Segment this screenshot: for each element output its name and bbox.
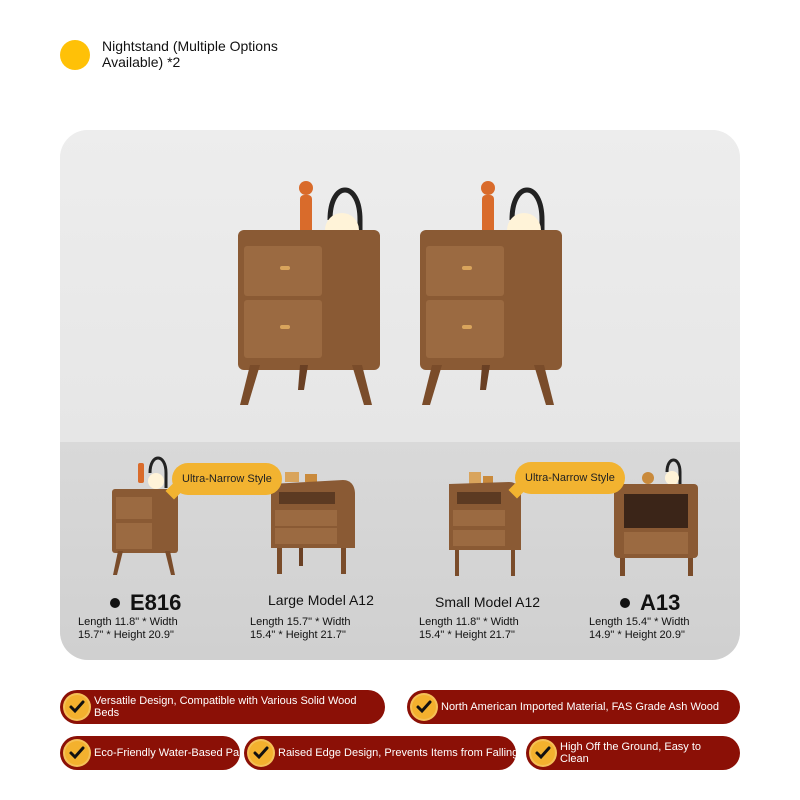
dims-line: Length 11.8" * Width (78, 616, 178, 628)
dims-line: 15.4" * Height 21.7" (419, 629, 515, 641)
dims-large-a12: Length 15.7" * Width 15.4" * Height 21.7… (250, 616, 380, 642)
dims-line: 15.7" * Height 20.9" (78, 629, 174, 641)
dims-a13: Length 15.4" * Width 14.9" * Height 20.9… (589, 616, 719, 642)
model-label-small-a12: Small Model A12 (435, 594, 540, 610)
dims-e816: Length 11.8" * Width 15.7" * Height 20.9… (78, 616, 208, 642)
check-icon (63, 693, 91, 721)
dims-line: 15.4" * Height 21.7" (250, 629, 346, 641)
model-name: A13 (640, 590, 681, 615)
model-label-large-a12: Large Model A12 (268, 592, 374, 608)
thumb-a13 (612, 452, 702, 583)
yellow-dot-icon (60, 40, 90, 70)
hero-nightstand-left (230, 160, 390, 420)
feature-pill-versatile-design: Versatile Design, Compatible with Variou… (60, 690, 385, 724)
dims-line: Length 15.4" * Width (589, 616, 690, 628)
model-label-a13: A13 (620, 590, 680, 616)
thumb-small-a12 (445, 470, 525, 585)
hero-nightstand-right (412, 160, 572, 420)
hero-area (60, 130, 740, 442)
product-image-card: Ultra-Narrow Style Ultra-Narrow Style E8… (60, 130, 740, 660)
callout-ultra-narrow-right: Ultra-Narrow Style (515, 462, 625, 494)
dims-line: Length 15.7" * Width (250, 616, 351, 628)
model-name: Large Model A12 (268, 592, 374, 608)
dot-icon (110, 598, 120, 608)
model-name: Small Model A12 (435, 594, 541, 610)
feature-text: Raised Edge Design, Prevents Items from … (278, 747, 516, 759)
dot-icon (620, 598, 630, 608)
model-name: E816 (130, 590, 182, 615)
product-title: Nightstand (Multiple Options Available) … (102, 38, 278, 70)
model-label-e816: E816 (110, 590, 181, 616)
thumb-large-a12 (265, 470, 360, 583)
dims-small-a12: Length 11.8" * Width 15.4" * Height 21.7… (419, 616, 549, 642)
product-header: Nightstand (Multiple Options Available) … (60, 38, 332, 70)
check-icon (63, 739, 91, 767)
check-icon (410, 693, 438, 721)
dims-line: 14.9" * Height 20.9" (589, 629, 685, 641)
feature-text: Versatile Design, Compatible with Variou… (94, 695, 357, 719)
feature-pill-raised-edge: Raised Edge Design, Prevents Items from … (244, 736, 516, 770)
feature-text: Eco-Friendly Water-Based Paint (94, 747, 240, 759)
dims-line: Length 11.8" * Width (419, 616, 519, 628)
check-icon (247, 739, 275, 767)
thumb-e816 (108, 453, 188, 583)
feature-pill-imported-material: North American Imported Material, FAS Gr… (407, 690, 740, 724)
feature-text: High Off the Ground, Easy to Clean (560, 741, 702, 765)
callout-ultra-narrow-left: Ultra-Narrow Style (172, 463, 282, 495)
feature-pill-eco-friendly: Eco-Friendly Water-Based Paint (60, 736, 240, 770)
feature-pill-high-off-ground: High Off the Ground, Easy to Clean (526, 736, 740, 770)
feature-text: North American Imported Material, FAS Gr… (441, 701, 719, 713)
check-icon (529, 739, 557, 767)
